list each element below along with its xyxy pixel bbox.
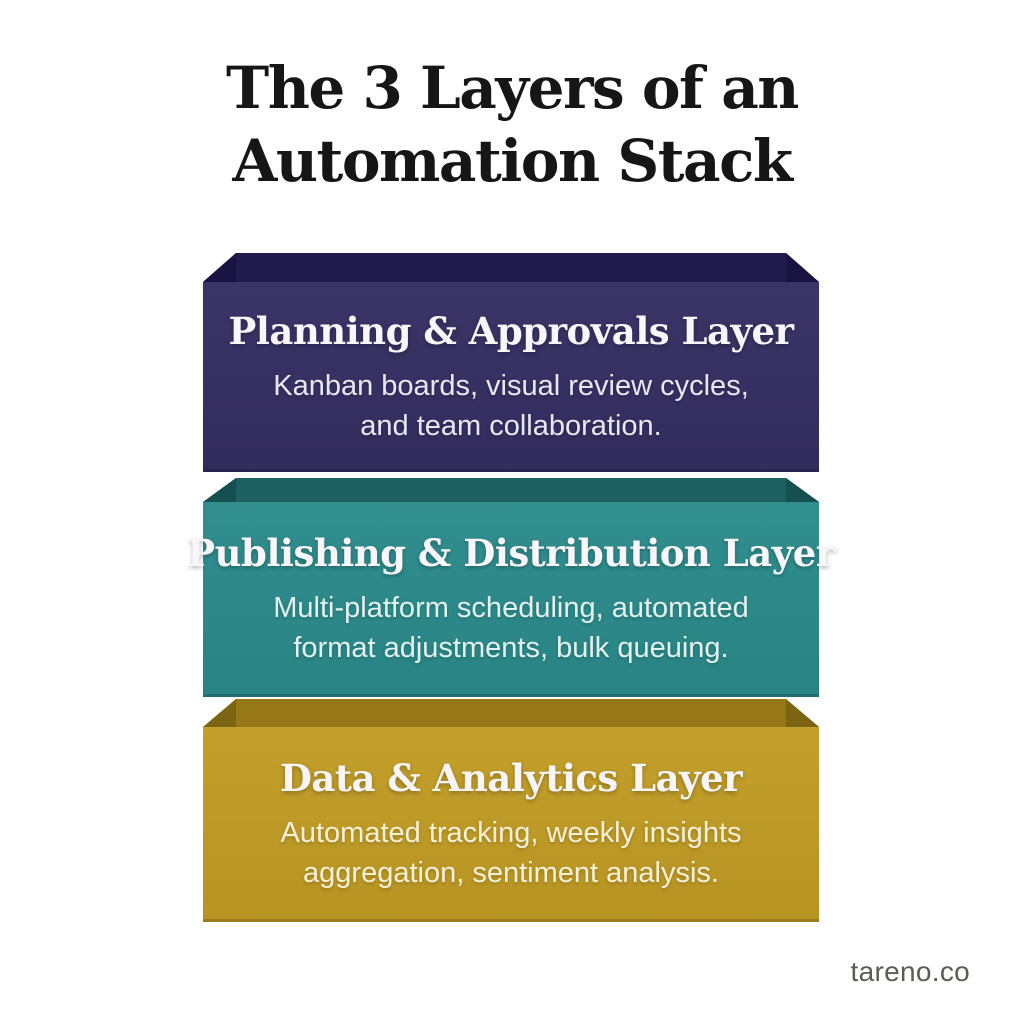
top-face-left-corner xyxy=(203,253,236,282)
layer-description-line1: Automated tracking, weekly insights xyxy=(280,817,742,849)
layer-description-line1: Kanban boards, visual review cycles, xyxy=(273,369,749,402)
block-front-face: Data & Analytics Layer Automated trackin… xyxy=(203,727,819,922)
layer-description: Multi-platform scheduling, automated for… xyxy=(273,588,749,668)
top-face-main xyxy=(203,253,819,282)
brand-watermark: tareno.co xyxy=(850,956,970,987)
layer-description: Kanban boards, visual review cycles, and… xyxy=(273,366,749,446)
layer-description-line2: aggregation, sentiment analysis. xyxy=(303,857,719,889)
block-top-face xyxy=(203,253,819,282)
top-face-left-corner xyxy=(203,699,236,727)
layer-description-line2: and team collaboration. xyxy=(360,409,662,442)
main-title-line1: The 3 Layers of an xyxy=(226,54,799,122)
top-face-right-corner xyxy=(786,253,819,282)
top-face-main xyxy=(203,478,819,502)
layer-heading: Planning & Approvals Layer xyxy=(228,308,794,353)
layer-description: Automated tracking, weekly insights aggr… xyxy=(281,813,742,893)
layer-heading: Publishing & Distribution Layer xyxy=(187,531,835,575)
top-face-left-corner xyxy=(203,478,236,502)
layer-description-line1: Multi-platform scheduling, automated xyxy=(273,592,749,624)
block-front-face: Planning & Approvals Layer Kanban boards… xyxy=(203,282,819,472)
block-top-face xyxy=(203,478,819,502)
main-title-line2: Automation Stack xyxy=(232,127,793,195)
top-face-main xyxy=(203,699,819,727)
layer-block-data-analytics: Data & Analytics Layer Automated trackin… xyxy=(203,699,819,922)
top-face-right-corner xyxy=(786,699,819,727)
main-title: The 3 Layers of an Automation Stack xyxy=(0,52,1024,198)
layer-description-line2: format adjustments, bulk queuing. xyxy=(293,632,729,664)
layer-block-publishing-distribution: Publishing & Distribution Layer Multi-pl… xyxy=(187,478,835,697)
layer-heading: Data & Analytics Layer xyxy=(279,756,743,800)
block-top-face xyxy=(203,699,819,727)
block-front-face: Publishing & Distribution Layer Multi-pl… xyxy=(187,502,835,697)
layer-block-planning-approvals: Planning & Approvals Layer Kanban boards… xyxy=(203,253,819,472)
top-face-right-corner xyxy=(786,478,819,502)
